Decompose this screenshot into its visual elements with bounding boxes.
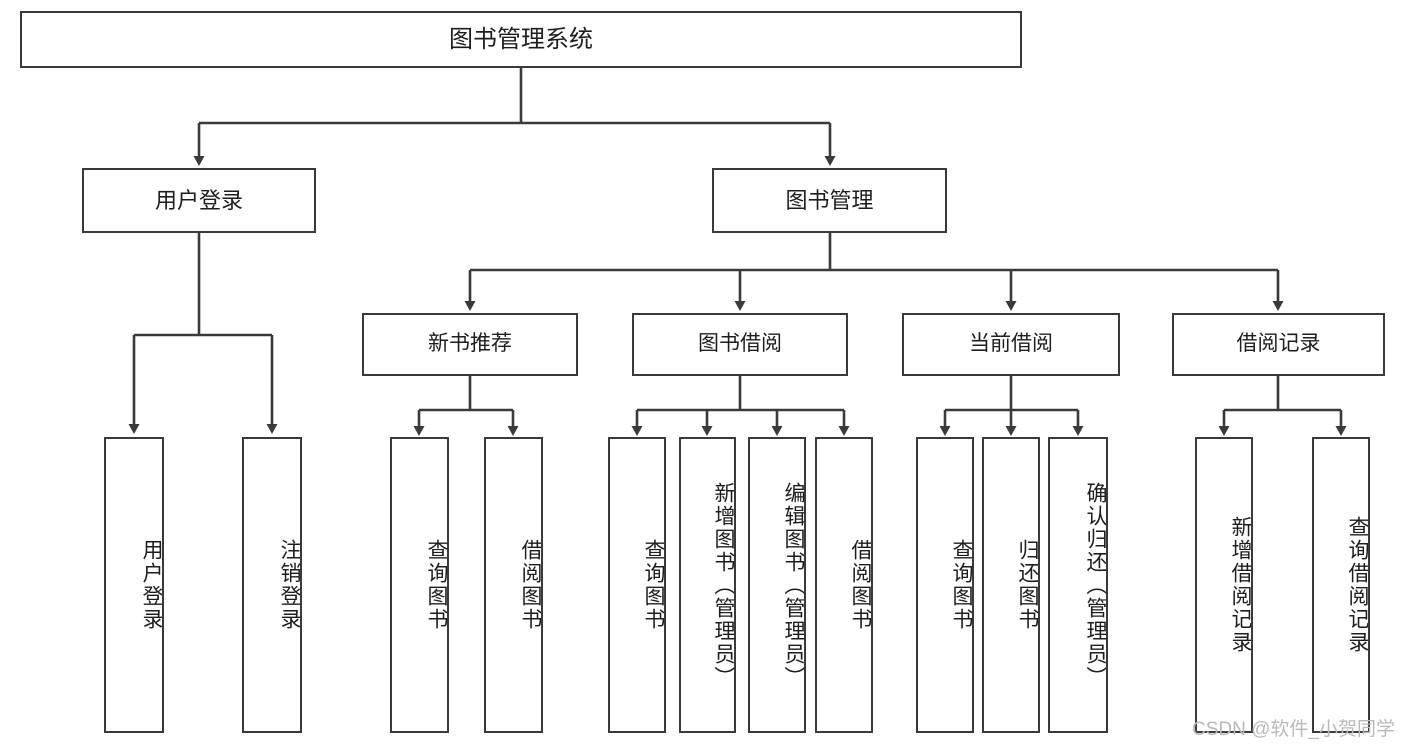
leaf-borrow-book[interactable]: 借阅图书 [815,437,873,733]
node-label: 确认归还（管理员） [1084,481,1107,689]
node-label: 查询图书 [425,539,448,631]
node-label: 当前借阅 [969,332,1053,356]
node-label: 用户登录 [140,539,163,631]
node-label: 查询图书 [642,539,665,631]
node-label: 查询图书 [950,539,973,631]
leaf-return-book[interactable]: 归还图书 [982,437,1040,733]
node-root-book-management-system[interactable]: 图书管理系统 [20,11,1022,68]
node-label: 图书借阅 [698,332,782,356]
node-label: 图书管理 [785,187,874,213]
node-new-book-recommendation[interactable]: 新书推荐 [362,313,578,376]
node-book-management[interactable]: 图书管理 [712,168,947,233]
leaf-add-borrow-record[interactable]: 新增借阅记录 [1195,437,1253,733]
leaf-query-books-new[interactable]: 查询图书 [390,437,449,733]
node-label: 图书管理系统 [449,25,593,53]
node-borrow-records[interactable]: 借阅记录 [1172,313,1385,376]
node-label: 借阅图书 [519,539,542,631]
node-label: 归还图书 [1016,539,1039,631]
leaf-logout[interactable]: 注销登录 [242,437,302,733]
node-label: 借阅图书 [849,539,872,631]
leaf-query-books-current[interactable]: 查询图书 [916,437,974,733]
leaf-borrow-books-new[interactable]: 借阅图书 [484,437,543,733]
node-label: 查询借阅记录 [1346,516,1369,654]
node-label: 注销登录 [278,539,301,631]
watermark: CSDN @软件_小贺同学 [1192,719,1395,740]
node-label: 借阅记录 [1236,332,1321,356]
leaf-user-login[interactable]: 用户登录 [104,437,164,733]
leaf-query-borrow-record[interactable]: 查询借阅记录 [1312,437,1370,733]
leaf-query-books-borrow[interactable]: 查询图书 [608,437,666,733]
node-label: 新增图书（管理员） [712,481,735,689]
node-current-borrowing[interactable]: 当前借阅 [902,313,1120,376]
node-label: 编辑图书（管理员） [782,481,805,689]
node-user-login[interactable]: 用户登录 [82,168,316,233]
leaf-edit-book-admin[interactable]: 编辑图书（管理员） [748,437,806,733]
node-label: 用户登录 [154,187,243,213]
leaf-confirm-return-admin[interactable]: 确认归还（管理员） [1048,437,1108,733]
leaf-add-book-admin[interactable]: 新增图书（管理员） [679,437,736,733]
node-label: 新增借阅记录 [1229,516,1252,654]
node-book-borrowing[interactable]: 图书借阅 [632,313,848,376]
node-label: 新书推荐 [428,332,512,356]
